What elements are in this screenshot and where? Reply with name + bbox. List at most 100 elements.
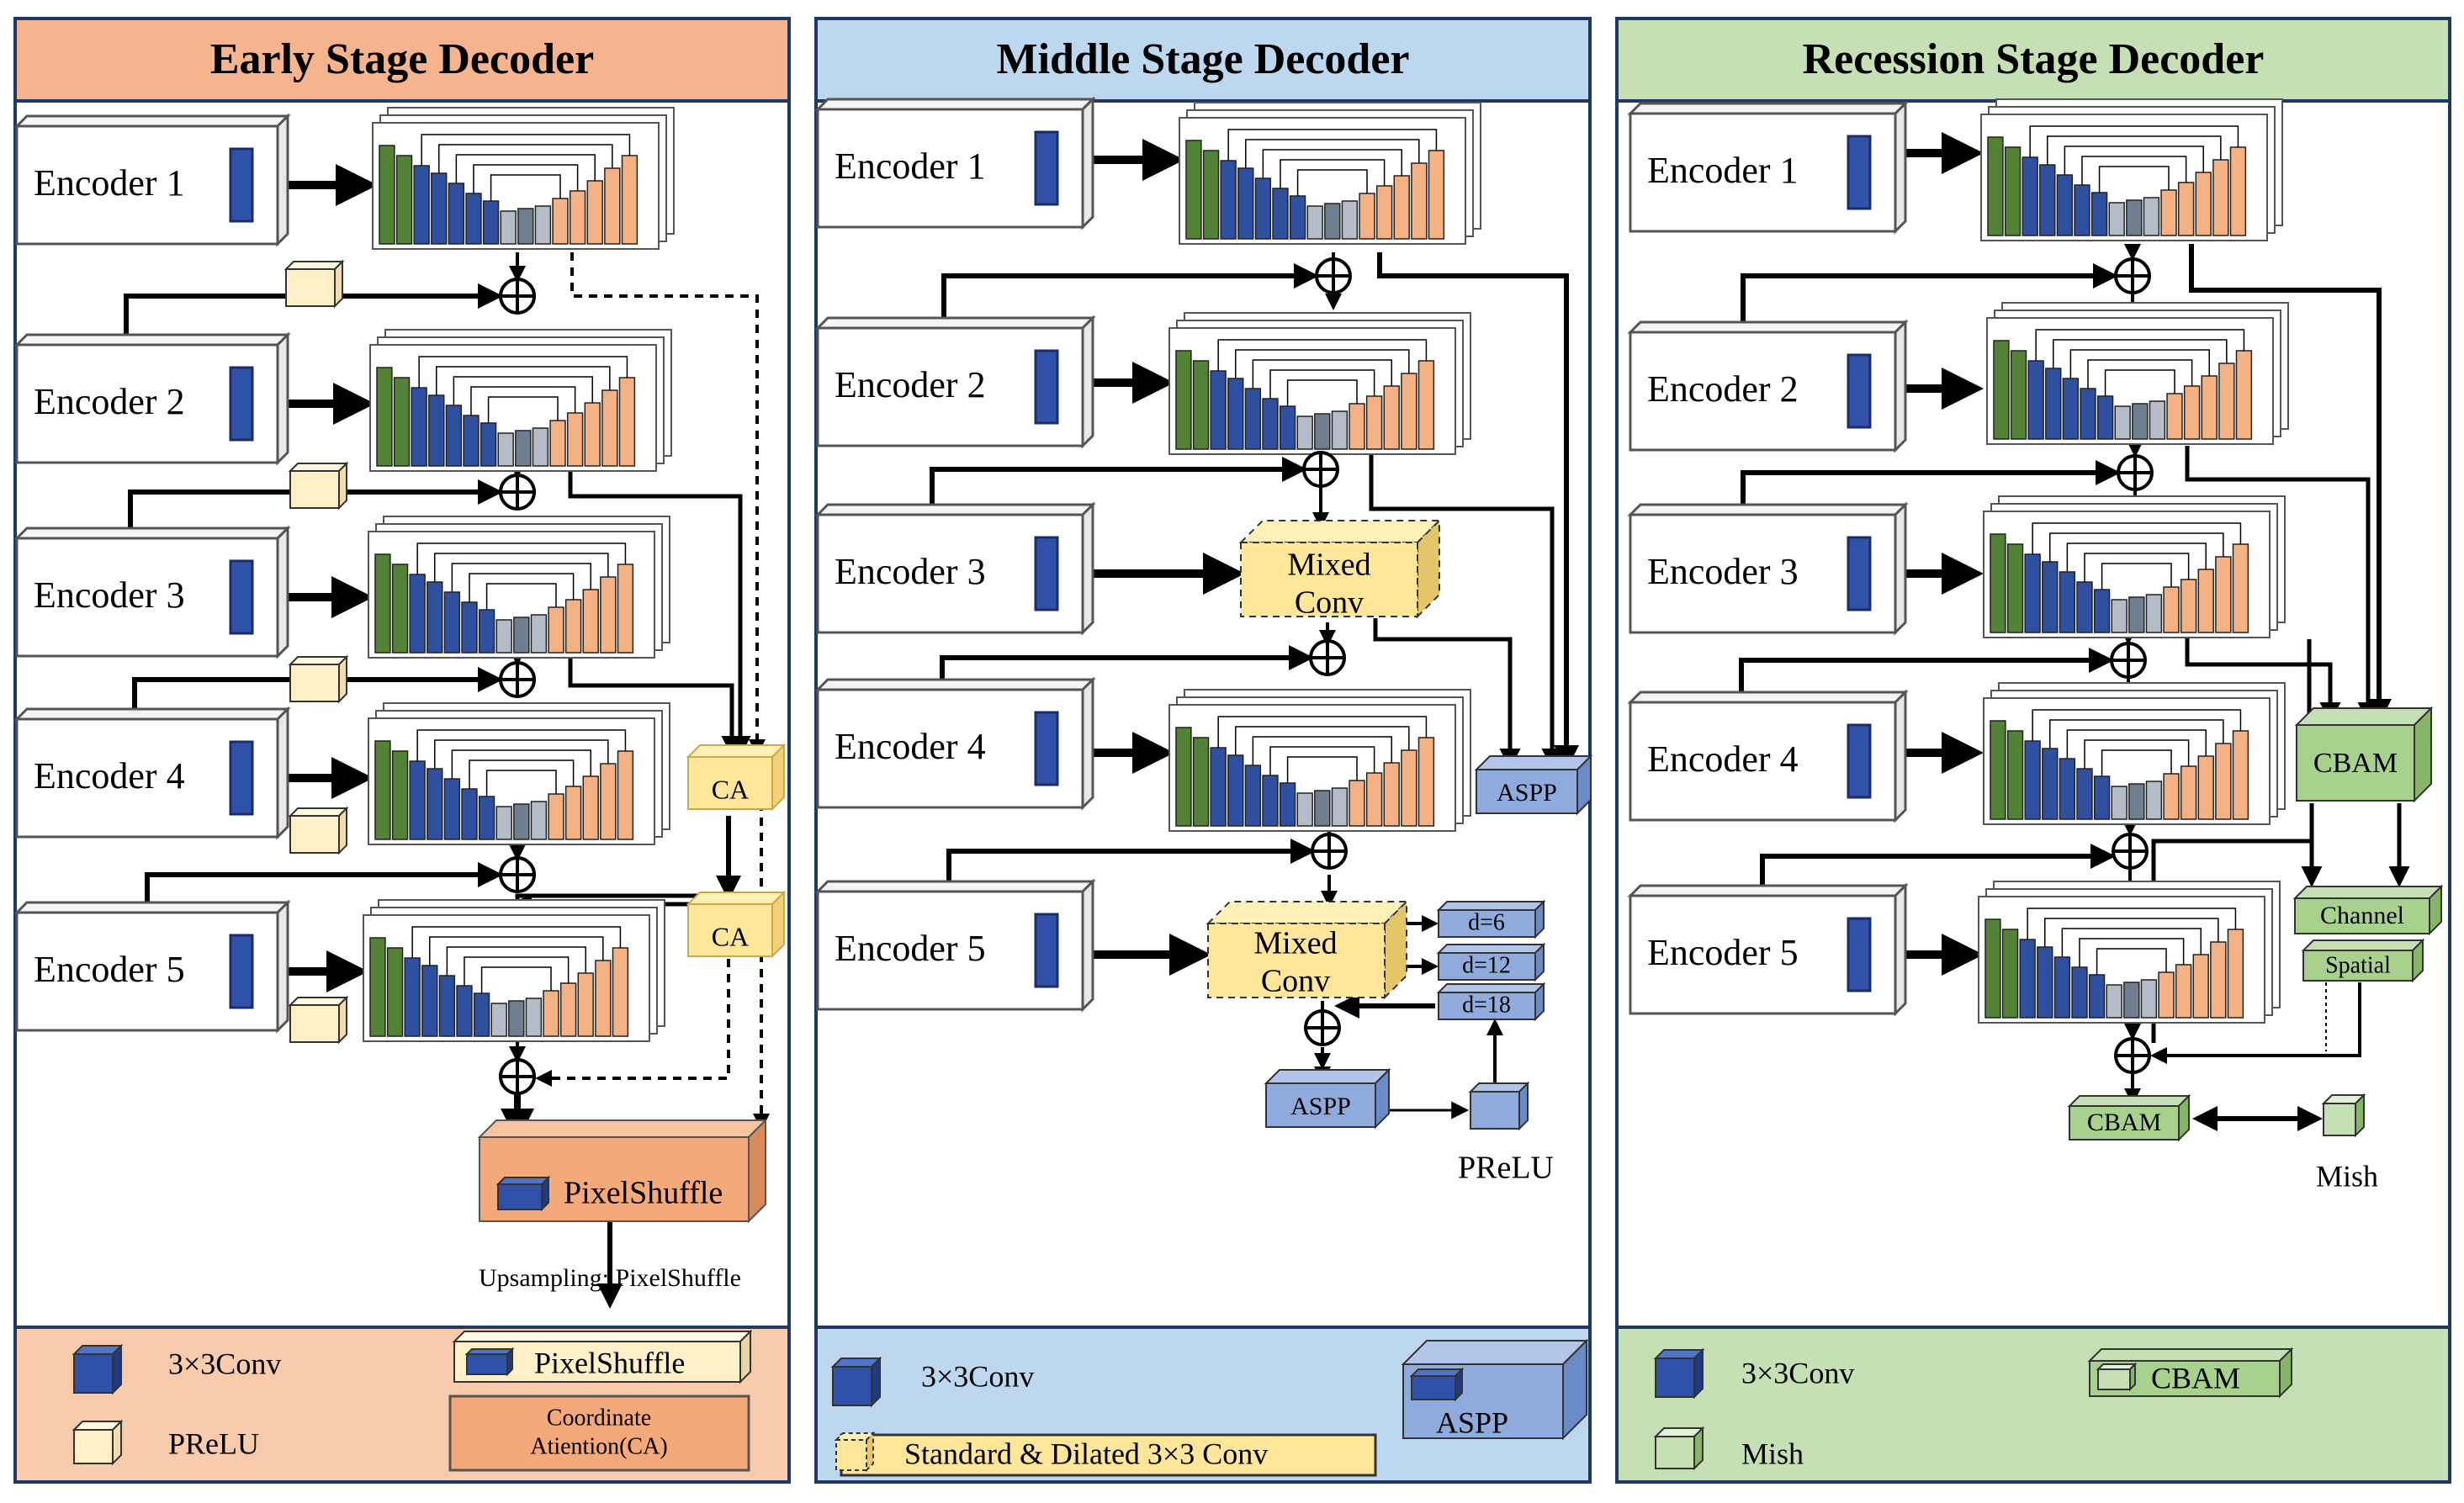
- unet-feature-bar: [2232, 730, 2249, 820]
- unet-feature-bar: [2001, 929, 2019, 1019]
- early-unet-4: [368, 702, 670, 845]
- middle-mixed-2-line1: Mixed: [1253, 926, 1337, 961]
- unet-feature-bar: [2160, 189, 2177, 236]
- recession-sum-1: [2114, 257, 2151, 294]
- unet-feature-bar: [2093, 775, 2111, 820]
- middle-mixed-conv-2: [1206, 899, 1409, 1000]
- unet-feature-bar: [2128, 783, 2145, 820]
- unet-feature-bar: [1175, 727, 1192, 827]
- unet-feature-bar: [2197, 569, 2214, 633]
- early-encoder-2-feature-icon: [229, 366, 254, 442]
- unet-feature-bar: [601, 389, 618, 467]
- recession-legend-cbam-label: CBAM: [2151, 1361, 2240, 1395]
- unet-feature-bar: [2123, 982, 2140, 1019]
- unet-feature-bar: [1341, 200, 1359, 240]
- unet-feature-bar: [532, 427, 549, 467]
- early-legend-conv-label: 3×3Conv: [168, 1347, 281, 1380]
- unet-feature-bar: [2175, 964, 2192, 1019]
- unet-feature-bar: [549, 420, 566, 467]
- unet-feature-bar: [374, 553, 391, 654]
- recession-encoder-4: [1627, 689, 1909, 823]
- unet-feature-bar: [2128, 596, 2145, 633]
- unet-feature-bar: [2201, 375, 2218, 440]
- recession-channel-label: Channel: [2320, 902, 2404, 929]
- unet-feature-bar: [2215, 556, 2232, 633]
- unet-feature-bar: [409, 760, 426, 840]
- unet-feature-bar: [1262, 398, 1279, 450]
- unet-feature-bar: [413, 165, 430, 245]
- early-prelu-1: [283, 259, 345, 309]
- early-route-3: [568, 648, 743, 757]
- unet-feature-bar: [530, 801, 548, 840]
- unet-feature-bar: [2024, 553, 2041, 633]
- unet-feature-bar: [1272, 188, 1289, 240]
- middle-encoder-2-label: Encoder 2: [835, 364, 986, 405]
- middle-aspp-2-label: ASPP: [1290, 1093, 1351, 1120]
- unet-feature-bar: [2059, 758, 2076, 820]
- unet-feature-bar: [2006, 543, 2024, 633]
- unet-feature-bar: [600, 576, 617, 654]
- unet-feature-bar: [1365, 395, 1383, 450]
- unet-feature-bar: [2074, 184, 2090, 236]
- middle-sum-4: [1311, 833, 1348, 870]
- unet-feature-bar: [1279, 405, 1296, 450]
- middle-dilation-d6-label: d=6: [1468, 909, 1505, 935]
- recession-legend-cbam-icon: [2096, 1362, 2138, 1392]
- unet-feature-bar: [2218, 363, 2235, 440]
- unet-feature-bar: [2062, 378, 2080, 440]
- recession-encoder-2-label: Encoder 2: [1647, 368, 1799, 410]
- early-encoder-5-label: Encoder 5: [34, 949, 185, 990]
- middle-dilation-d18-label: d=18: [1462, 992, 1511, 1018]
- middle-encoder-4-label: Encoder 4: [835, 726, 986, 767]
- unet-feature-bar: [2080, 388, 2096, 440]
- recession-legend-mish-label: Mish: [1741, 1437, 1804, 1470]
- recession-cbam: [2294, 706, 2434, 803]
- middle-sum-5: [1304, 1009, 1341, 1046]
- early-legend-pixelshuffle-label: PixelShuffle: [534, 1346, 685, 1379]
- unet-feature-bar: [2045, 368, 2062, 440]
- unet-feature-bar: [1175, 350, 1192, 450]
- early-pixelshuffle-icon: [495, 1175, 551, 1212]
- unet-feature-bar: [2019, 939, 2036, 1019]
- middle-encoder-5-feature-icon: [1034, 913, 1059, 988]
- recession-unet-3: [1983, 495, 2286, 638]
- early-sum-5: [499, 1058, 536, 1095]
- unet-feature-bar: [2037, 946, 2053, 1019]
- middle-aspp-2: [1264, 1067, 1391, 1130]
- unet-feature-bar: [543, 990, 559, 1037]
- middle-mixed-1-line2: Conv: [1295, 585, 1364, 621]
- recession-encoder-4-label: Encoder 4: [1647, 738, 1799, 780]
- unet-feature-bar: [2140, 979, 2158, 1019]
- early-route-2: [568, 454, 751, 757]
- unet-feature-bar: [2183, 385, 2201, 440]
- unet-feature-bar: [1401, 749, 1417, 827]
- middle-panel-title: Middle Stage Decoder: [996, 35, 1409, 83]
- unet-feature-bar: [445, 405, 463, 467]
- early-prelu-4: [288, 806, 349, 855]
- unet-feature-bar: [1262, 775, 1279, 827]
- unet-feature-bar: [463, 415, 480, 467]
- middle-legend-std-icon: [834, 1431, 876, 1473]
- middle-route-2: [1369, 450, 1563, 770]
- unet-feature-bar: [1987, 136, 2004, 236]
- unet-feature-bar: [525, 998, 543, 1037]
- unet-feature-bar: [1349, 403, 1365, 450]
- unet-feature-bar: [386, 947, 404, 1037]
- early-legend-prelu-label: PReLU: [168, 1426, 259, 1460]
- recession-route-2: [2185, 446, 2379, 723]
- unet-feature-bar: [617, 750, 634, 840]
- unet-feature-bar: [1210, 747, 1227, 827]
- early-upsampling-label: Upsampling: PixelShuffle: [479, 1264, 741, 1292]
- unet-feature-bar: [1244, 388, 1262, 450]
- unet-feature-bar: [2096, 395, 2114, 440]
- unet-feature-bar: [2088, 974, 2106, 1019]
- early-legend-ps-icon: [464, 1347, 515, 1377]
- middle-panel-header: [814, 17, 1592, 103]
- early-skip-4: [145, 862, 503, 913]
- middle-sum-3: [1309, 639, 1346, 676]
- early-prelu-5: [288, 995, 349, 1045]
- early-legend-ca-line2: Atiention(CA): [530, 1433, 667, 1459]
- unet-feature-bar: [2022, 156, 2038, 236]
- early-unet-3: [368, 516, 670, 659]
- middle-skip-4: [946, 839, 1316, 892]
